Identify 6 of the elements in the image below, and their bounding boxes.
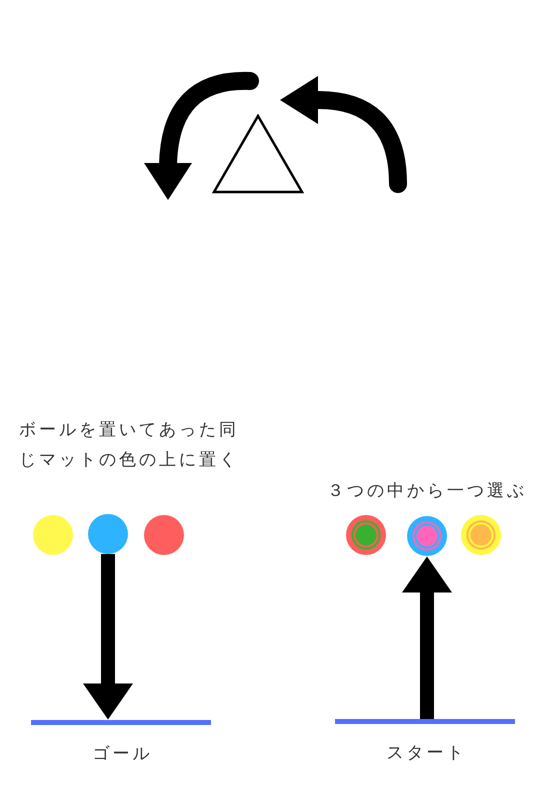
instruction-text: ３つの中から一つ選ぶ [326,480,528,503]
start-label: スタート [386,742,466,765]
arrow [83,554,133,720]
instruction-text: ボールを置いてあった同じマットの色の上に置く [18,419,240,472]
goal-label: ゴール [92,743,152,766]
arrow [402,556,452,719]
